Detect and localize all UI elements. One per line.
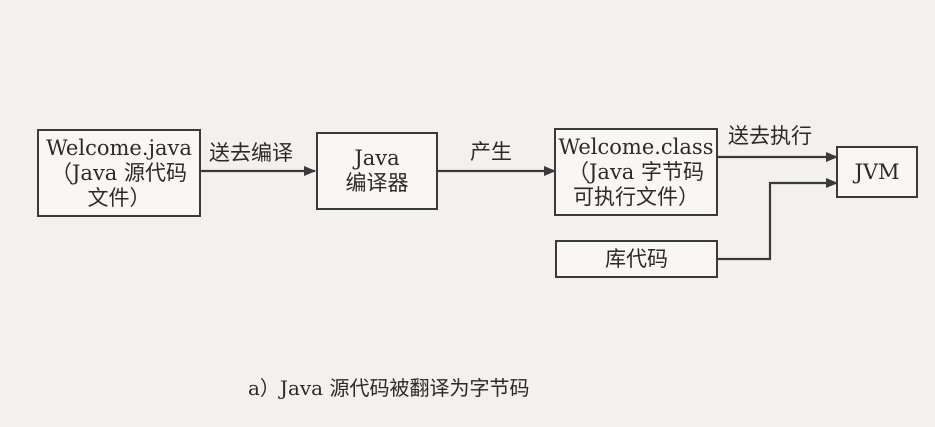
jvm-label: JVM <box>854 159 900 184</box>
compiler-label: 编译器 <box>345 171 409 195</box>
source-file-name: Welcome.java <box>46 135 192 160</box>
library-code-label: 库代码 <box>605 246 668 271</box>
compiler-name: Java <box>354 146 400 170</box>
jvm-box: JVM <box>836 146 918 198</box>
source-file-desc: （Java 源代码 <box>51 160 187 185</box>
bytecode-file-box: Welcome.class （Java 字节码 可执行文件） <box>554 128 718 216</box>
source-file-desc-cont: 文件） <box>87 185 151 210</box>
edge-label-send-to-execute: 送去执行 <box>728 124 812 148</box>
bytecode-file-desc: （Java 字节码 <box>568 159 704 184</box>
bytecode-file-desc-cont: 可执行文件） <box>573 184 699 209</box>
figure-caption: a）Java 源代码被翻译为字节码 <box>248 376 530 400</box>
bytecode-file-name: Welcome.class <box>558 134 714 159</box>
source-file-box: Welcome.java （Java 源代码 文件） <box>37 129 201 217</box>
compiler-box: Java 编译器 <box>316 132 438 210</box>
library-code-box: 库代码 <box>555 240 718 278</box>
edge-label-produce: 产生 <box>470 140 512 164</box>
edge-label-send-to-compile: 送去编译 <box>209 141 293 165</box>
arrow-library-to-jvm <box>718 178 838 261</box>
